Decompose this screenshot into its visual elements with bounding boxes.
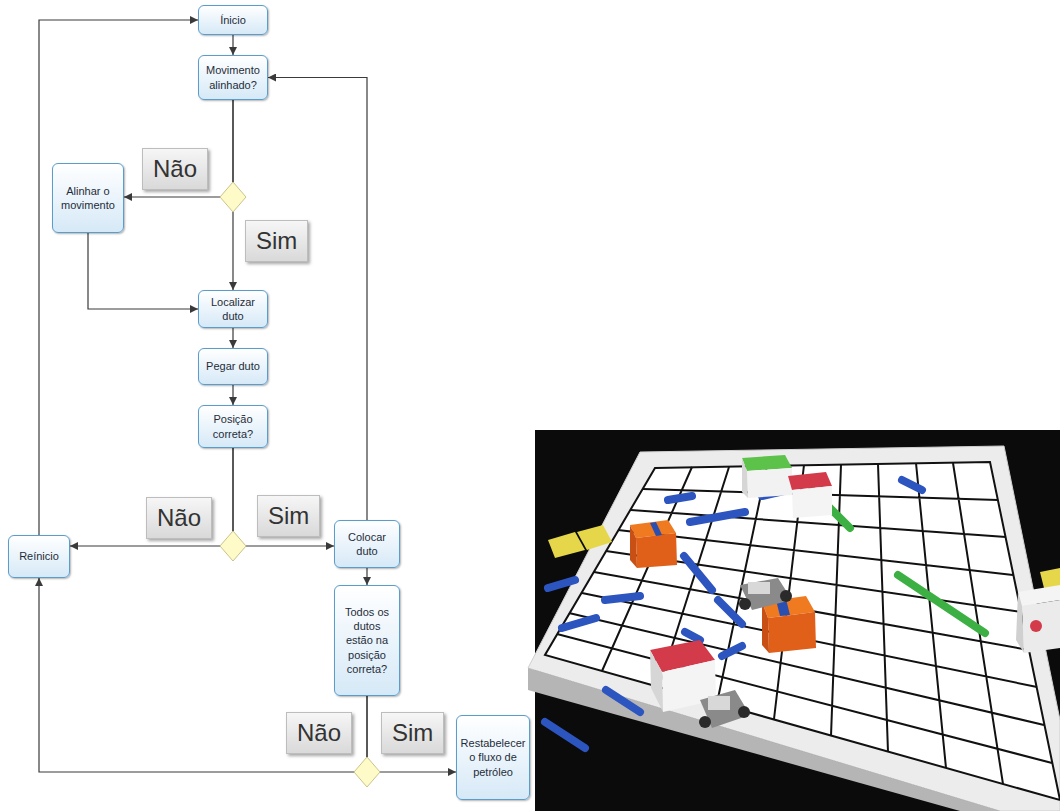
box-text: Pegar duto: [206, 359, 260, 373]
process-box: Restabelecer o fluxo de petróleo: [456, 715, 530, 800]
branch-label: Sim: [381, 712, 444, 754]
robot-brick: [708, 696, 730, 710]
decision-diamond: [354, 757, 380, 787]
branch-label: Não: [146, 497, 212, 539]
yellow-area: [577, 525, 612, 550]
cube-dot: [1030, 620, 1042, 632]
process-box: Colocar duto: [334, 520, 400, 568]
cube-face: [768, 612, 816, 653]
blue-pipes: [545, 480, 922, 748]
branch-label: Não: [286, 712, 352, 754]
box-text: Posição correta?: [203, 412, 263, 441]
branch-label: Não: [142, 148, 208, 190]
box-text: Localizar duto: [203, 295, 263, 324]
flow-connector: [233, 448, 334, 546]
process-box: Posição correta?: [198, 405, 268, 448]
flow-connector: [39, 578, 367, 772]
robot-wheel: [739, 598, 751, 610]
cube-face: [1016, 592, 1024, 653]
flow-connector: [124, 100, 233, 197]
connectors: [39, 20, 456, 772]
cube-stripe: [650, 522, 662, 536]
branch-label: Sim: [257, 495, 320, 537]
green-pipes: [812, 490, 985, 633]
robot-wheel: [780, 590, 792, 602]
robot-wheel: [738, 706, 750, 718]
box-text: Restabelecer o fluxo de petróleo: [461, 736, 526, 779]
flow-connector: [39, 20, 198, 535]
box-text: Movimento alinhado?: [203, 63, 263, 92]
robot-body: [740, 578, 792, 610]
branch-label: Sim: [245, 220, 308, 262]
box-text: Todos os dutos estão na posição correta?: [339, 605, 395, 676]
flow-connector: [268, 78, 367, 521]
cube-face: [1022, 600, 1060, 653]
flow-connector: [232, 328, 233, 348]
flow-connector: [232, 385, 233, 405]
decision-diamond: [220, 182, 246, 212]
process-box: Movimento alinhado?: [198, 55, 268, 100]
process-box: Pegar duto: [198, 348, 268, 385]
process-box: Alinhar o movimento: [52, 163, 124, 233]
cube-face: [762, 602, 769, 653]
process-box: Todos os dutos estão na posição correta?: [334, 585, 400, 696]
robot-wheel: [699, 716, 711, 728]
flow-connector: [367, 696, 456, 772]
robot-brick: [748, 582, 770, 594]
flow-connector: [232, 35, 233, 55]
cube-face: [747, 468, 792, 498]
box-text: Alinhar o movimento: [57, 184, 119, 213]
box-text: Ínicio: [220, 13, 246, 27]
process-box: Localizar duto: [198, 290, 268, 328]
board-rim: [528, 446, 1060, 811]
box-text: Colocar duto: [339, 530, 395, 559]
robot-body: [700, 690, 750, 728]
cube-face: [792, 486, 832, 518]
cube-face: [650, 650, 663, 712]
cube-face: [636, 533, 677, 568]
flow-connector: [70, 448, 233, 546]
decision-diamond: [220, 531, 246, 561]
process-box: Ínicio: [198, 5, 268, 35]
process-box: Reínicio: [8, 535, 70, 578]
cube-face: [742, 458, 748, 498]
board-grid: [557, 463, 1052, 784]
board-surface: [545, 462, 1060, 800]
flow-connector: [366, 568, 367, 585]
flow-connector: [88, 233, 198, 309]
box-text: Reínicio: [19, 549, 59, 563]
cube-face: [630, 525, 637, 568]
